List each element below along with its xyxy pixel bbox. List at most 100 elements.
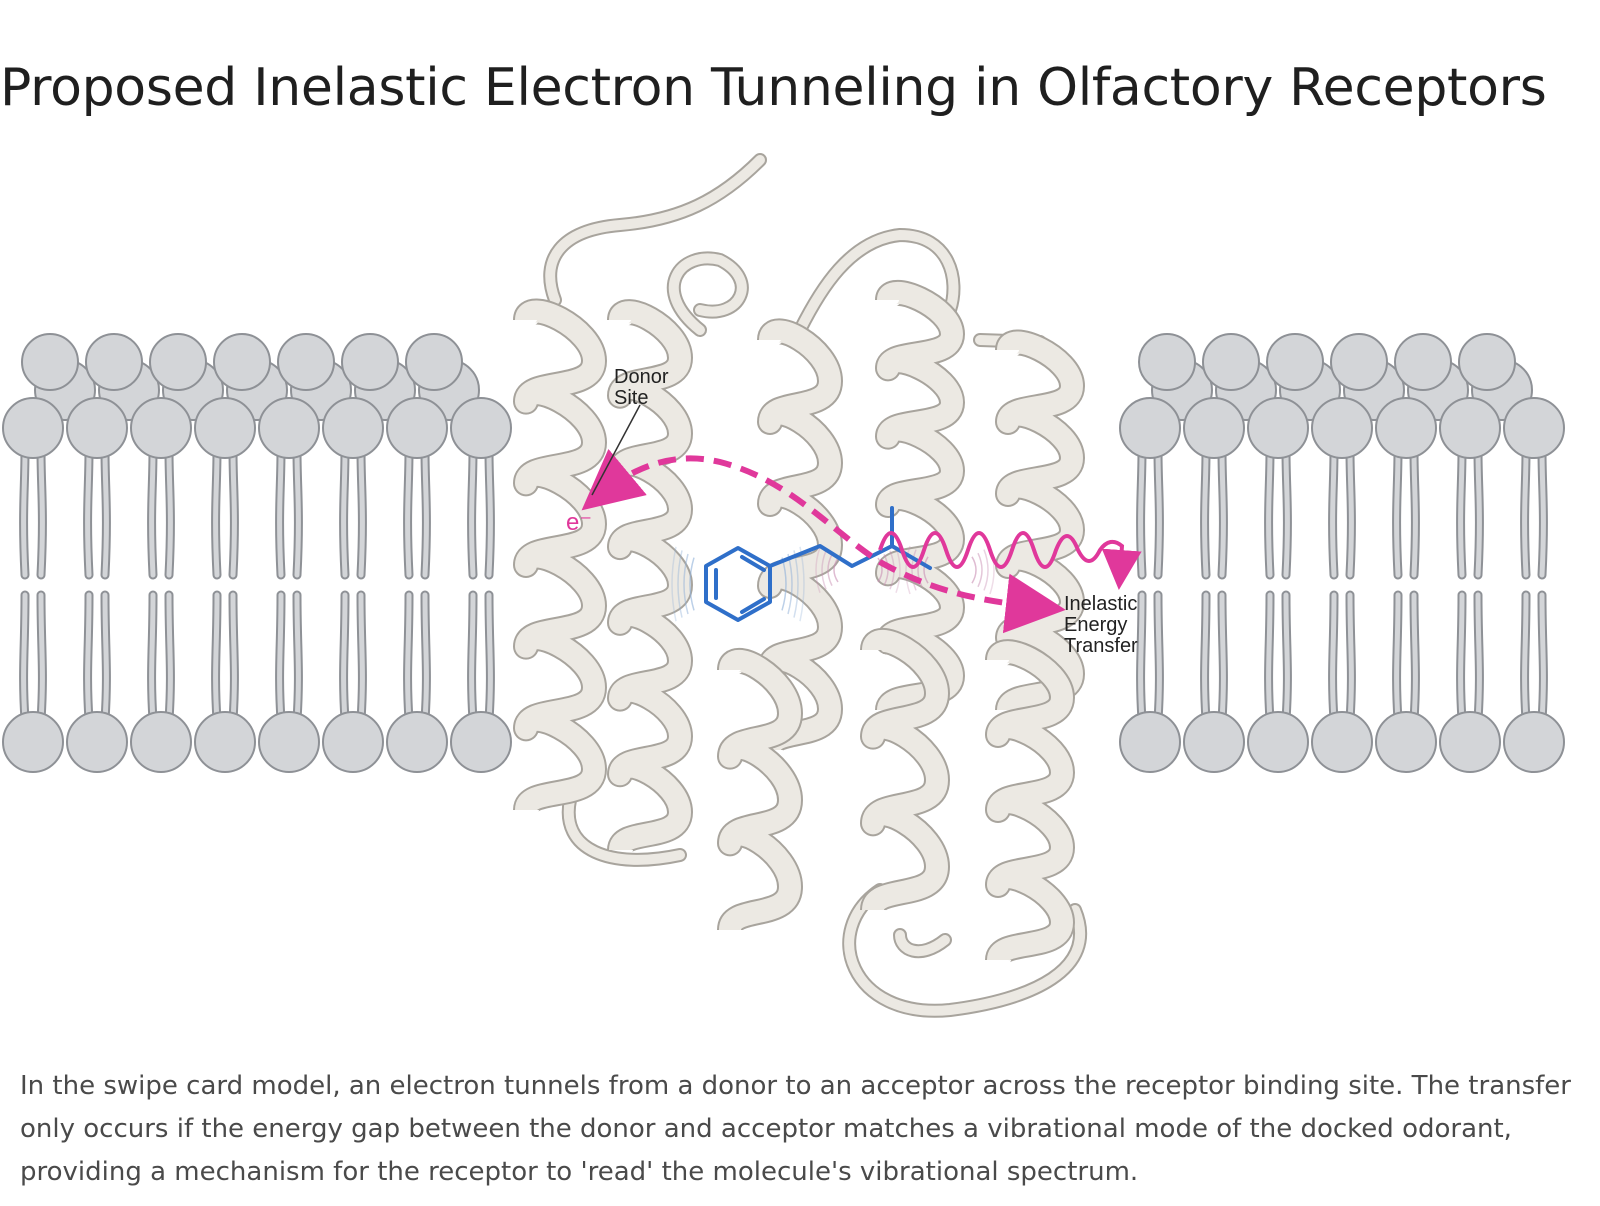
lipid-head [1439, 397, 1501, 459]
lipid-head [21, 333, 79, 391]
lipid-tail-fill [230, 592, 237, 723]
figure-caption: In the swipe card model, an electron tun… [20, 1071, 1571, 1187]
lipid-head [85, 333, 143, 391]
lipid-tail-fill [1539, 592, 1546, 723]
lipid-tail-fill [1394, 447, 1401, 578]
lipid-tail-fill [358, 447, 365, 578]
lipid-tail-fill [85, 447, 92, 578]
lipid-tail-fill [1138, 592, 1145, 723]
lipid-head [2, 711, 64, 773]
lipid-tail-fill [149, 447, 156, 578]
lipid-head [450, 397, 512, 459]
lipid-head [66, 397, 128, 459]
lipid-tail-fill [469, 447, 476, 578]
ripple [971, 556, 977, 584]
lipid-tail-fill [1411, 592, 1418, 723]
lipid-head [1330, 333, 1388, 391]
lipid-tail-fill [1475, 447, 1482, 578]
lipid-tail-fill [277, 447, 284, 578]
lipid-tail-fill [38, 447, 45, 578]
lipid-tail-fill [405, 447, 412, 578]
lipid-tail-fill [1155, 447, 1162, 578]
lipid-tail-fill [1458, 447, 1465, 578]
energy-transfer-label: Inelastic Energy Transfer [1064, 593, 1143, 657]
lipid-head [258, 711, 320, 773]
lipid-bilayer-left [2, 333, 512, 773]
lipid-head [1503, 711, 1565, 773]
lipid-head [322, 397, 384, 459]
lipid-tail-fill [102, 447, 109, 578]
lipid-tail-fill [1202, 447, 1209, 578]
lipid-tail-fill [21, 447, 28, 578]
lipid-tail-fill [1202, 592, 1209, 723]
lipid-tail-fill [1347, 447, 1354, 578]
protein-loop [668, 253, 747, 335]
lipid-tail-fill [1155, 592, 1162, 723]
lipid-tail-fill [1219, 447, 1226, 578]
lipid-head [258, 397, 320, 459]
donor-label: Donor Site [614, 366, 674, 409]
receptor-protein-icon [513, 153, 1088, 1018]
lipid-head [1375, 397, 1437, 459]
lipid-head [386, 397, 448, 459]
lipid-head [1183, 711, 1245, 773]
lipid-tail-fill [230, 447, 237, 578]
protein-loop [563, 795, 685, 865]
lipid-tail-fill [102, 592, 109, 723]
donor-leader-line [591, 404, 641, 496]
lipid-head [1119, 711, 1181, 773]
lipid-tail-fill [1266, 592, 1273, 723]
receptor-diagram: Donor Site e⁻ Inelastic Energy Transfer [2, 153, 1565, 1018]
lipid-tail-fill [166, 592, 173, 723]
lipid-tail-fill [1219, 592, 1226, 723]
lipid-head [194, 397, 256, 459]
protein-loop [895, 930, 950, 957]
lipid-bilayer-right [1119, 333, 1565, 773]
lipid-tail-fill [358, 592, 365, 723]
lipid-head [213, 333, 271, 391]
lipid-tail-fill [21, 592, 28, 723]
lipid-tail-fill [1347, 592, 1354, 723]
lipid-tail-fill [1522, 447, 1529, 578]
lipid-tail-fill [1411, 447, 1418, 578]
lipid-head [130, 397, 192, 459]
protein-loop [545, 155, 765, 305]
lipid-head [1311, 397, 1373, 459]
lipid-head [1311, 711, 1373, 773]
lipid-tail-fill [1138, 447, 1145, 578]
lipid-head [277, 333, 335, 391]
lipid-tail-fill [422, 592, 429, 723]
lipid-tail-fill [405, 592, 412, 723]
lipid-head [1394, 333, 1452, 391]
lipid-head [1439, 711, 1501, 773]
lipid-head [1266, 333, 1324, 391]
alpha-helix [862, 630, 948, 913]
lipid-tail-fill [149, 592, 156, 723]
lipid-tail-fill [166, 447, 173, 578]
lipid-head [386, 711, 448, 773]
lipid-head [149, 333, 207, 391]
lipid-tail-fill [341, 592, 348, 723]
lipid-head [450, 711, 512, 773]
lipid-tail-fill [1283, 592, 1290, 723]
lipid-head [130, 711, 192, 773]
lipid-tail-fill [1475, 592, 1482, 723]
lipid-head [341, 333, 399, 391]
lipid-tail-fill [1283, 447, 1290, 578]
lipid-head [1202, 333, 1260, 391]
lipid-head [1375, 711, 1437, 773]
lipid-head [1119, 397, 1181, 459]
lipid-tail-fill [294, 592, 301, 723]
lipid-head [405, 333, 463, 391]
lipid-head [322, 711, 384, 773]
lipid-head [2, 397, 64, 459]
lipid-head [1503, 397, 1565, 459]
lipid-head [1138, 333, 1196, 391]
lipid-tail-fill [213, 592, 220, 723]
lipid-tail-fill [469, 592, 476, 723]
lipid-tail-fill [85, 592, 92, 723]
ripple [977, 552, 983, 588]
alpha-helix [719, 650, 801, 933]
lipid-tail-fill [1522, 592, 1529, 723]
lipid-tail-fill [213, 447, 220, 578]
